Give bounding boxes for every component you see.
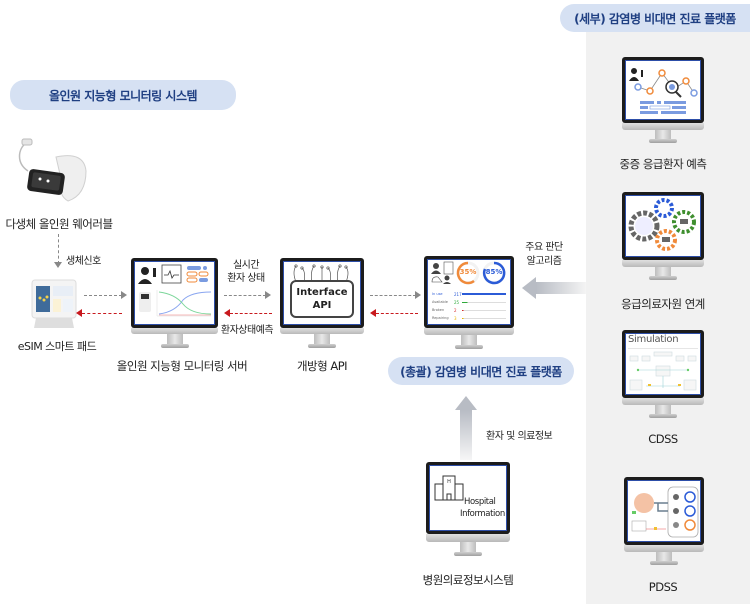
module-label-cdss: CDSS	[648, 432, 678, 446]
server-label: 올인원 지능형 모니터링 서버	[116, 359, 248, 373]
server-screen	[134, 261, 215, 325]
equipment-status-list: In use 217 Available 25 Broken 2 Repairi…	[432, 290, 506, 322]
module-label-resource-linkage: 응급의료자원 연계	[621, 297, 705, 311]
arrow-head-right-icon	[121, 291, 127, 299]
left-title-pill: 올인원 지능형 모니터링 시스템	[10, 80, 236, 110]
algorithm-label-1: 주요 판단	[525, 242, 563, 253]
patient-info-label: 환자 및 의료정보	[486, 431, 553, 442]
arrow-head-left-icon	[224, 309, 230, 317]
smart-pad-icon	[30, 278, 80, 330]
status-row: Available 25	[432, 298, 506, 306]
arrow-head-left-icon	[370, 309, 376, 317]
hospital-building-icon: H	[434, 475, 464, 501]
pad-label: eSIM 스마트 패드	[17, 340, 97, 353]
hospital-information-text: Hospital Information	[460, 497, 505, 519]
gauge-blue-value: 85%	[485, 268, 503, 276]
api-to-platform-arrow	[370, 295, 416, 296]
gears-icon	[628, 198, 696, 251]
his-label: 병원의료정보시스템	[422, 573, 514, 587]
hospital-information-monitor: H Hospital Information	[426, 462, 510, 560]
simulation-diagram-icon	[628, 348, 698, 391]
status-row: Broken 2	[432, 306, 506, 314]
his-screen: H Hospital Information	[429, 465, 507, 531]
arrow-head-left-icon	[76, 309, 82, 317]
module-label-severe-prediction: 중증 응급환자 예측	[619, 157, 707, 171]
patient-info-arrow	[460, 410, 472, 460]
api-line-1: Interface	[296, 287, 348, 298]
bio-signal-label: 생체신호	[66, 256, 101, 267]
status-row: In use 217	[432, 290, 506, 298]
interface-api-box: Interface API	[290, 280, 354, 318]
prediction-label: 환자상태예측	[220, 325, 274, 336]
module-screen	[627, 480, 701, 542]
realtime-label-1: 실시간	[232, 260, 260, 271]
network-search-icon	[629, 68, 698, 114]
module-monitor-cdss: Simulation	[622, 330, 704, 420]
patient-info-arrow-head-icon	[455, 396, 477, 410]
api-line-2: API	[312, 300, 332, 311]
arrow-head-right-icon	[265, 291, 271, 299]
algorithm-arrow-head-icon	[522, 277, 536, 299]
arrow-head-right-icon	[415, 291, 421, 299]
server-to-pad-arrow	[82, 313, 122, 314]
module-label-pdss: PDSS	[648, 580, 678, 594]
simulation-title: Simulation	[628, 334, 679, 345]
module-monitor-severe-prediction	[622, 57, 704, 145]
module-screen: Simulation	[625, 333, 701, 395]
open-api-monitor: Interface API	[280, 258, 364, 350]
svg-text:H: H	[447, 479, 451, 485]
gauge-orange-value: 35%	[459, 268, 477, 276]
api-to-server-arrow	[230, 313, 272, 314]
pad-to-server-arrow	[84, 295, 122, 296]
module-monitor-resource-linkage	[622, 192, 704, 282]
monitoring-server-monitor	[131, 258, 218, 350]
module-monitor-pdss	[624, 477, 704, 567]
server-to-api-arrow	[224, 295, 266, 296]
realtime-label-2: 환자 상태	[227, 273, 265, 284]
platform-to-api-arrow	[376, 313, 418, 314]
platform-dashboard-screen: 35% 85% In use 217 Available 25 Broken 2	[427, 259, 511, 325]
status-row: Repairing 3	[432, 314, 506, 322]
algorithm-arrow	[536, 282, 586, 294]
right-title-pill: (세부) 감염병 비대면 진료 플랫폼	[560, 4, 750, 32]
arrow-head-down-icon	[54, 262, 62, 268]
api-label: 개방형 API	[296, 359, 348, 373]
algorithm-label-2: 알고리즘	[526, 256, 562, 267]
bio-signal-arrow	[58, 234, 59, 264]
central-platform-monitor: 35% 85% In use 217 Available 25 Broken 2	[424, 256, 514, 352]
module-screen	[625, 195, 701, 257]
dashboard-diagram-icon	[631, 486, 699, 538]
module-screen	[625, 60, 701, 120]
api-screen: Interface API	[283, 261, 361, 325]
wearable-device-icon	[12, 135, 92, 210]
wearable-label: 다생체 올인원 웨어러블	[5, 217, 113, 231]
center-title-pill: (총괄) 감염병 비대면 진료 플랫폼	[388, 357, 574, 385]
